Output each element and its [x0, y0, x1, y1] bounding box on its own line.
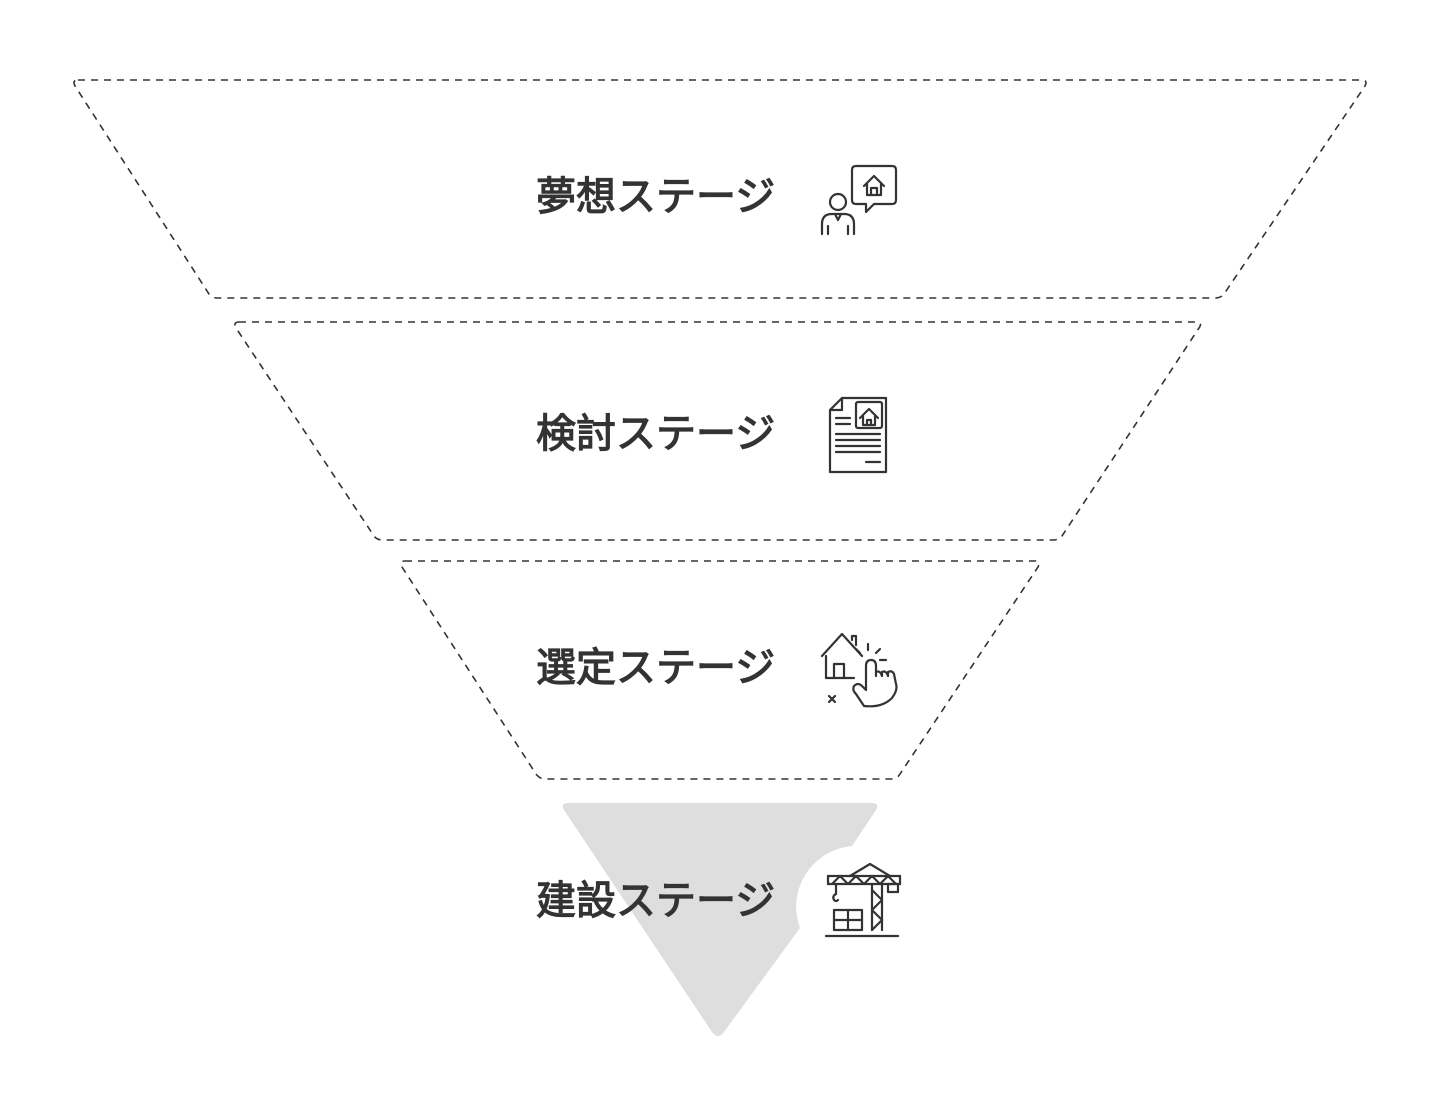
construction-crane-icon	[822, 860, 906, 944]
stage-2-trapezoid	[234, 321, 1202, 541]
stage-2-label: 検討ステージ	[536, 411, 776, 457]
stage-3-label: 選定ステージ	[536, 645, 776, 691]
stage-1-trapezoid	[73, 79, 1367, 299]
consultation-house-icon	[816, 160, 900, 244]
stage-1-label: 夢想ステージ	[536, 174, 776, 220]
house-select-hand-icon	[816, 626, 900, 710]
house-document-icon	[816, 394, 900, 478]
stage-4-label: 建設ステージ	[536, 878, 776, 924]
stage-3-trapezoid	[400, 560, 1040, 780]
stage-4-triangle	[562, 803, 878, 1036]
